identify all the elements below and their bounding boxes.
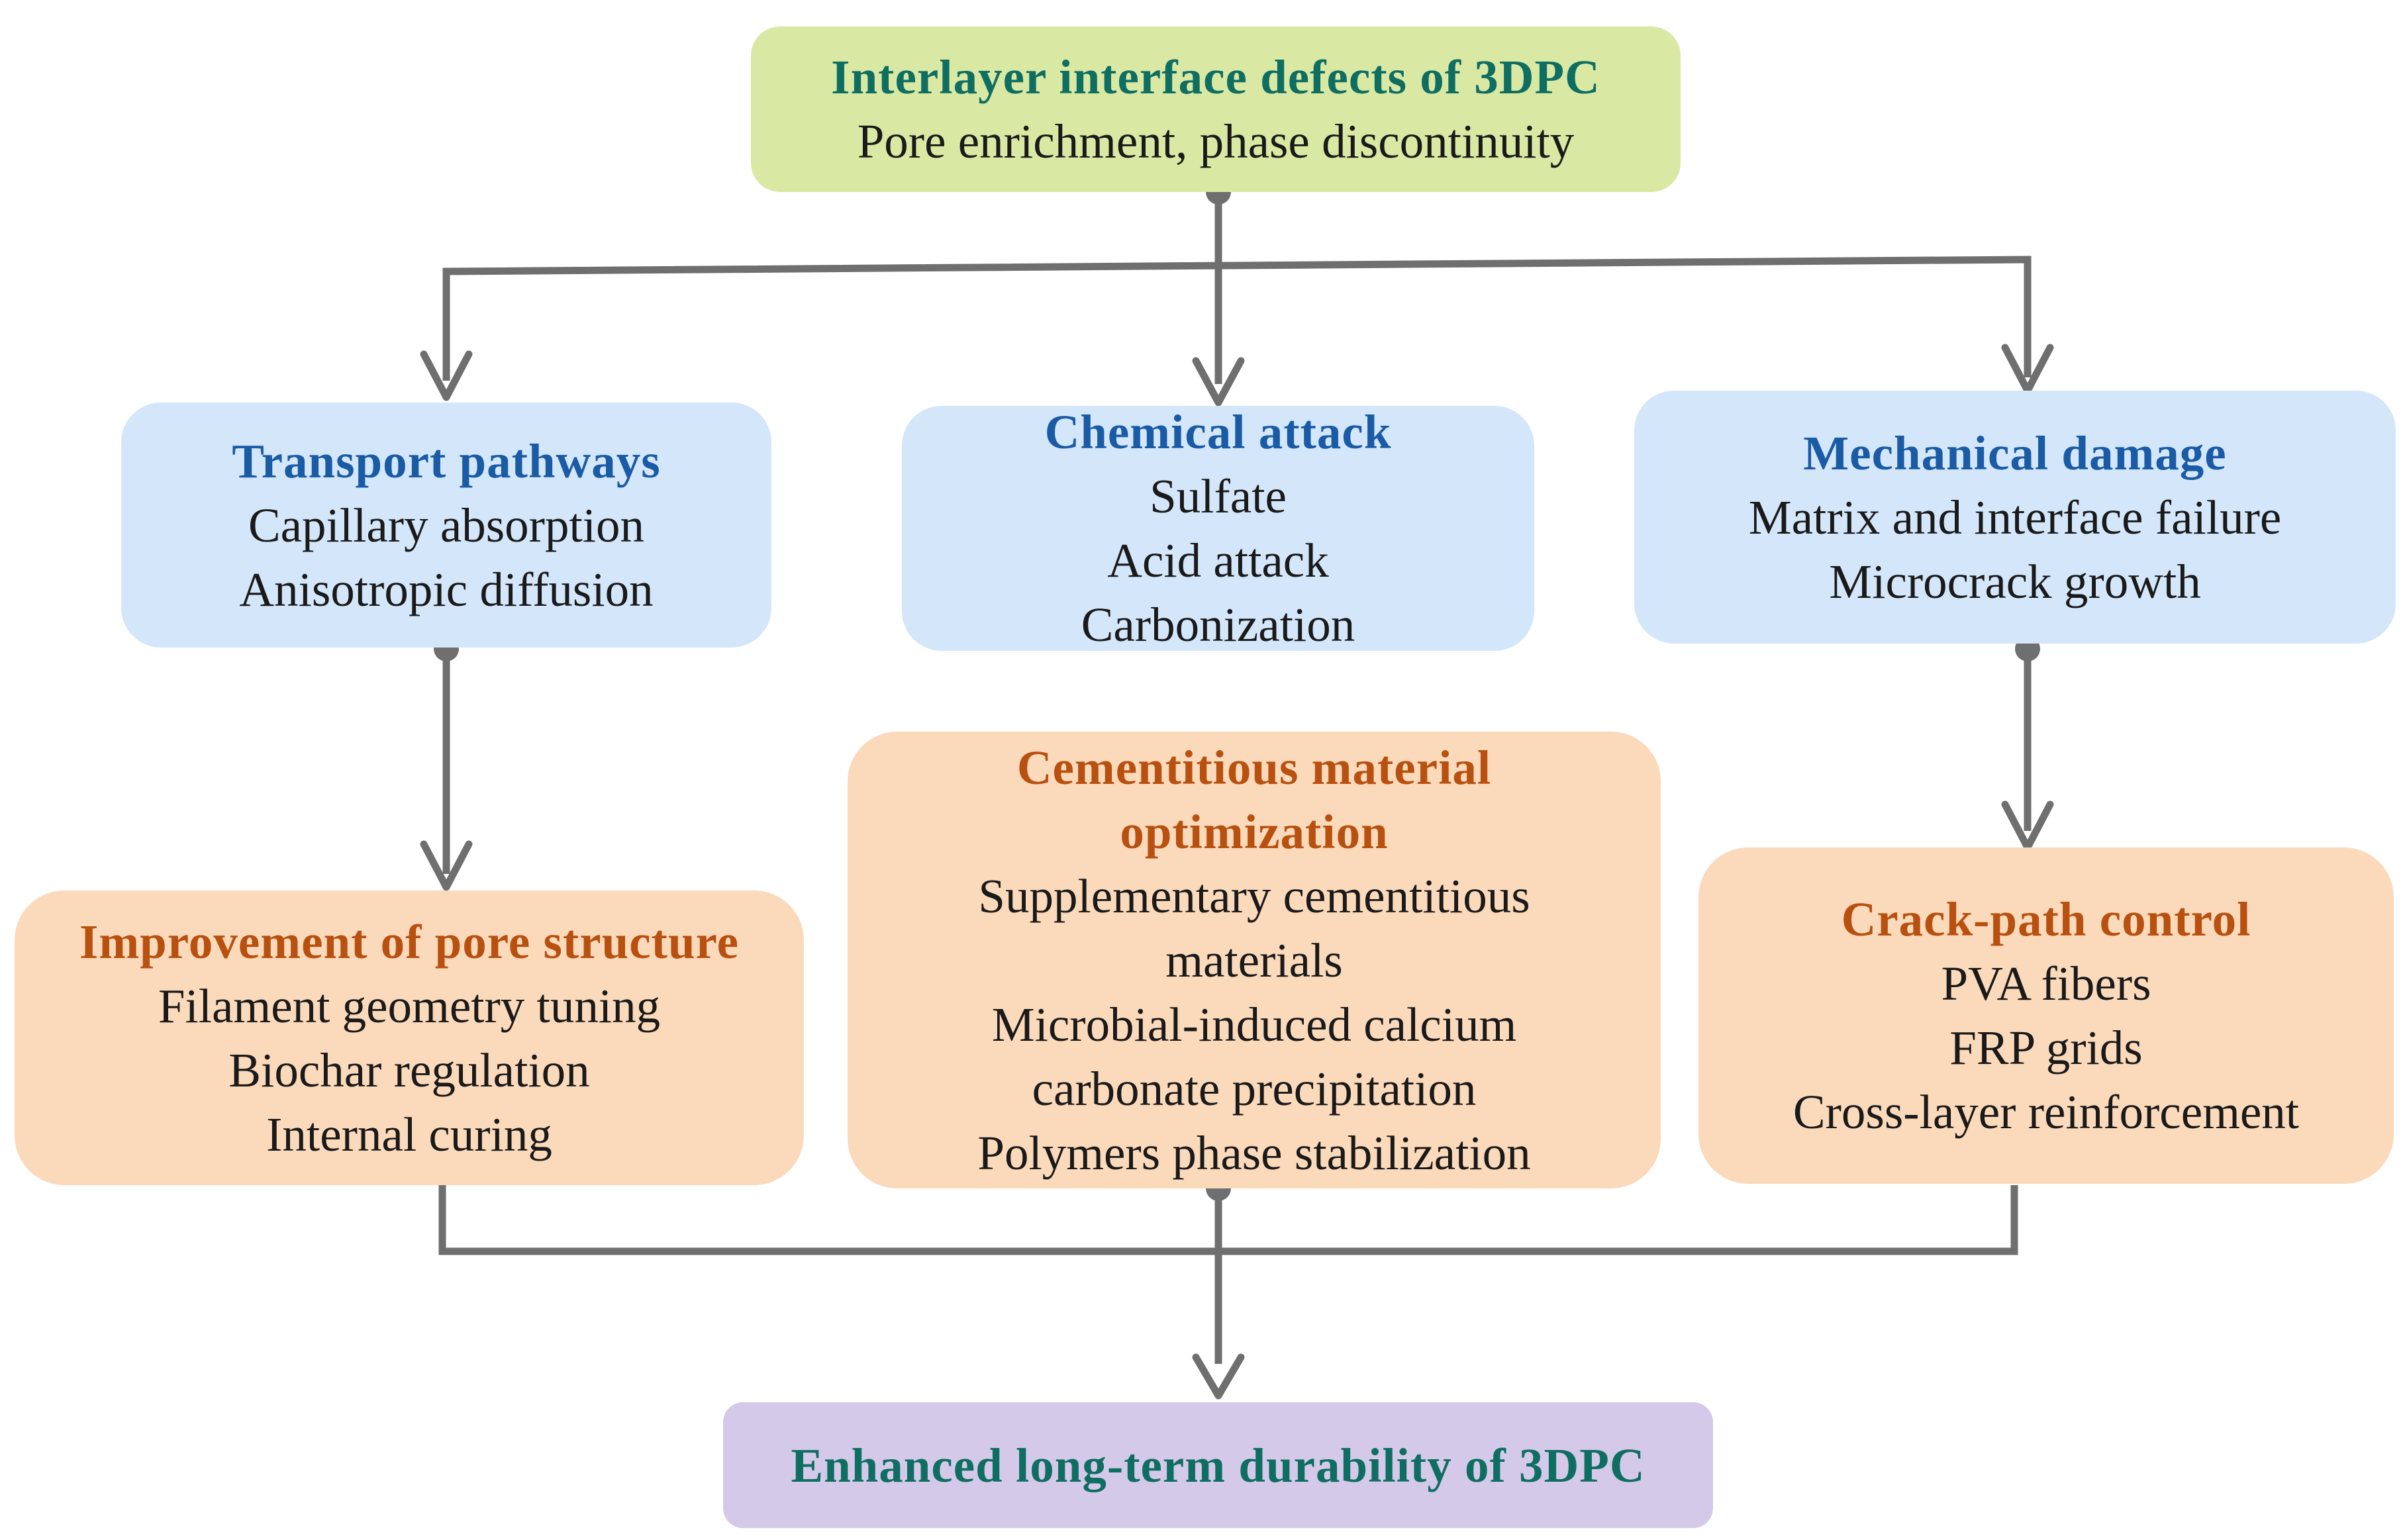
crack-path-control-box: Crack-path control PVA fibers FRP grids … <box>1698 847 2394 1184</box>
arrowhead-chemical <box>1192 357 1245 407</box>
chemical-attack-title: Chemical attack <box>1044 405 1392 459</box>
pore-structure-title: Improvement of pore structure <box>79 914 740 969</box>
pore-structure-box: Improvement of pore structure Filament g… <box>15 890 804 1185</box>
transport-pathways-line-2: Anisotropic diffusion <box>239 562 654 616</box>
chemical-attack-line-1: Sulfate <box>1150 469 1287 523</box>
mechanical-damage-box: Mechanical damage Matrix and interface f… <box>1634 391 2396 644</box>
interlayer-defects-line-1: Pore enrichment, phase discontinuity <box>857 115 1575 168</box>
crack-path-control-line-3: Cross-layer reinforcement <box>1793 1085 2300 1139</box>
durability-box: Enhanced long-term durability of 3DPC <box>723 1402 1713 1528</box>
pore-structure-line-2: Biochar regulation <box>228 1043 590 1097</box>
cementitious-optimization-box: Cementitious material optimization Suppl… <box>848 732 1661 1188</box>
crack-path-control-line-2: FRP grids <box>1949 1021 2143 1075</box>
connector-top-distribution <box>442 256 2032 381</box>
cementitious-optimization-title-1: Cementitious material <box>1016 740 1492 794</box>
interlayer-defects-box: Interlayer interface defects of 3DPC Por… <box>751 26 1681 192</box>
transport-pathways-line-1: Capillary absorption <box>248 498 645 552</box>
cementitious-optimization-line-1: Supplementary cementitious <box>978 869 1530 923</box>
chemical-attack-line-2: Acid attack <box>1107 534 1329 587</box>
crack-path-control-title: Crack-path control <box>1841 892 2251 946</box>
arrowhead-pore <box>420 840 473 891</box>
mechanical-damage-line-2: Microcrack growth <box>1829 554 2201 608</box>
durability-title: Enhanced long-term durability of 3DPC <box>791 1438 1646 1492</box>
cementitious-optimization-line-5: Polymers phase stabilization <box>977 1126 1531 1180</box>
mechanical-damage-line-1: Matrix and interface failure <box>1748 490 2282 544</box>
arrowhead-durability <box>1192 1353 1245 1400</box>
transport-pathways-box: Transport pathways Capillary absorption … <box>121 403 771 648</box>
mechanical-damage-title: Mechanical damage <box>1803 426 2227 480</box>
pore-structure-line-3: Internal curing <box>266 1107 552 1161</box>
chemical-attack-box: Chemical attack Sulfate Acid attack Carb… <box>902 405 1534 651</box>
cementitious-optimization-title-2: optimization <box>1120 804 1389 859</box>
arrowhead-transport <box>420 350 473 401</box>
interlayer-defects-title: Interlayer interface defects of 3DPC <box>831 50 1600 104</box>
cementitious-optimization-line-2: materials <box>1165 933 1343 987</box>
chemical-attack-line-3: Carbonization <box>1081 598 1355 651</box>
cementitious-optimization-line-3: Microbial-induced calcium <box>991 997 1517 1051</box>
transport-pathways-title: Transport pathways <box>232 434 661 488</box>
connector-bottom-collector <box>438 1185 2018 1255</box>
crack-path-control-line-1: PVA fibers <box>1941 957 2151 1010</box>
cementitious-optimization-line-4: carbonate precipitation <box>1032 1061 1477 1116</box>
pore-structure-line-1: Filament geometry tuning <box>158 979 661 1033</box>
